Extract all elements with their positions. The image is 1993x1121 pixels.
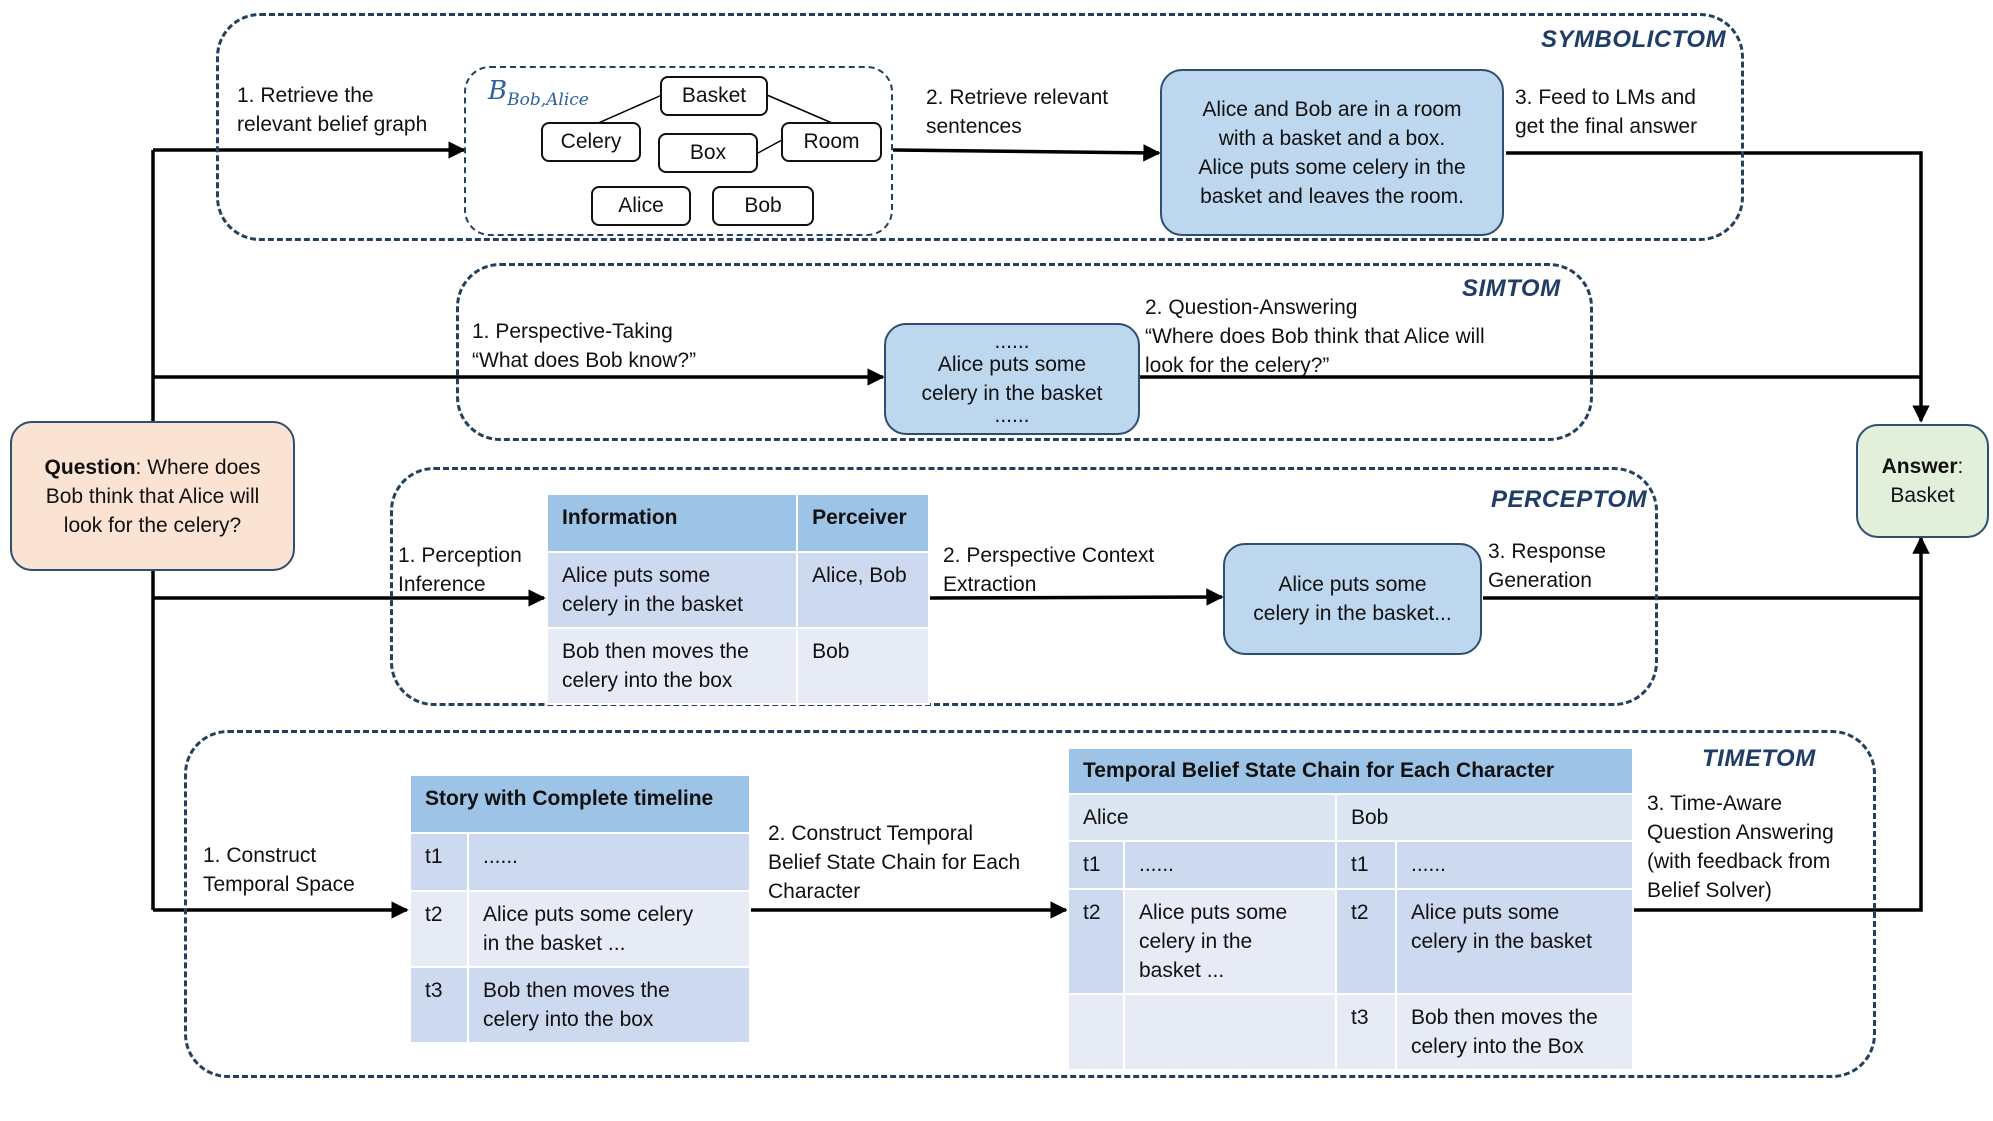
timetom-step3-label: 3. Time-Aware Question Answering (with f…: [1647, 792, 1834, 902]
edge-basket-room: [766, 94, 833, 124]
perceptom-step1-label: 1. Perception Inference: [398, 544, 522, 596]
belief-graph-frame: [464, 66, 893, 236]
answer-value: Basket: [1890, 484, 1955, 507]
perception-header-information: Information: [545, 493, 799, 553]
bob-t2-label: t2: [1335, 888, 1397, 995]
graph-node-celery: Celery: [541, 122, 641, 162]
belief-chain-table: Temporal Belief State Chain for Each Cha…: [1067, 747, 1634, 1071]
timetom-step1-label: 1. Construct Temporal Space: [203, 844, 355, 896]
perception-row2-perceiver: Bob: [796, 627, 930, 705]
perception-row2-information: Bob then moves the celery into the box: [545, 627, 799, 705]
question-body: : Where does Bob think that Alice will l…: [45, 455, 261, 537]
answer-heading: Answer:: [1882, 452, 1964, 481]
story-t2-text: Alice puts some celery in the basket ...: [467, 890, 751, 968]
simtom-box-dots-top: ......: [994, 330, 1030, 353]
perception-header-perceiver: Perceiver: [796, 493, 930, 553]
story-t2-label: t2: [409, 890, 469, 968]
story-table-header: Story with Complete timeline: [409, 774, 751, 834]
perception-row1-information: Alice puts some celery in the basket: [545, 551, 799, 629]
chain-table-header: Temporal Belief State Chain for Each Cha…: [1067, 747, 1634, 795]
symbolictom-step2-label: 2. Retrieve relevant sentences: [926, 86, 1109, 138]
belief-graph-label: BBob,Alice: [488, 76, 589, 111]
arrow-to-sentences: [892, 144, 1161, 162]
simtom-context-box: ...... Alice puts some celery in the bas…: [884, 323, 1140, 435]
answer-colon: :: [1957, 455, 1964, 478]
timetom-frame: [184, 730, 1876, 1078]
alice-empty-text: [1123, 993, 1337, 1071]
symbolictom-step1-label: 1. Retrieve the relevant belief graph: [237, 84, 428, 136]
simtom-step2-label: 2. Question-Answering “Where does Bob th…: [1145, 296, 1485, 377]
arrow-symbolictom-to-answer: [1506, 151, 1930, 423]
symbolictom-title: SYMBOLICTOM: [1541, 26, 1727, 53]
edge-box-room: [757, 139, 783, 154]
symbolictom-frame: [216, 13, 1744, 241]
simtom-frame: [456, 263, 1593, 441]
simtom-box-dots-bottom: ......: [994, 404, 1030, 427]
perceptom-step2-label: 2. Perspective Context Extraction: [943, 544, 1155, 596]
simtom-title: SIMTOM: [1462, 275, 1561, 302]
arrow-to-context-box: [929, 588, 1224, 606]
symbolictom-step3-label: 3. Feed to LMs and get the final answer: [1515, 86, 1698, 138]
timetom-step2-label: 2. Construct Temporal Belief State Chain…: [768, 822, 1021, 903]
graph-node-bob: Bob: [712, 186, 814, 226]
bob-t3-label: t3: [1335, 993, 1397, 1071]
story-t3-label: t3: [409, 966, 469, 1044]
graph-node-room: Room: [781, 122, 882, 162]
graph-node-basket: Basket: [660, 76, 768, 116]
bob-t1-label: t1: [1335, 840, 1397, 890]
relevant-sentences-box: Alice and Bob are in a room with a baske…: [1160, 69, 1504, 236]
alice-t2-text: Alice puts some celery in the basket ...: [1123, 888, 1337, 995]
perceptom-title: PERCEPTOM: [1491, 486, 1648, 513]
story-t1-label: t1: [409, 832, 469, 892]
bob-t1-text: ......: [1395, 840, 1634, 890]
story-t1-text: ......: [467, 832, 751, 892]
perception-row1-perceiver: Alice, Bob: [796, 551, 930, 629]
timetom-title: TIMETOM: [1702, 745, 1816, 772]
chain-character-bob: Bob: [1335, 793, 1634, 842]
alice-empty-label: [1067, 993, 1125, 1071]
alice-t1-label: t1: [1067, 840, 1125, 890]
alice-t1-text: ......: [1123, 840, 1337, 890]
question-box: Question: Where does Bob think that Alic…: [10, 421, 295, 571]
simtom-step1-label: 1. Perspective-Taking “What does Bob kno…: [472, 320, 697, 372]
simtom-box-text: Alice puts some celery in the basket: [921, 353, 1103, 405]
perceptom-step3-label: 3. Response Generation: [1488, 540, 1606, 592]
question-label: Question: [44, 455, 136, 479]
perception-table: Information Perceiver Alice puts some ce…: [545, 493, 930, 705]
story-timeline-table: Story with Complete timeline t1 ...... t…: [409, 774, 751, 1044]
arrow-timetom-to-answer: [1632, 536, 1930, 912]
perspective-context-box: Alice puts some celery in the basket...: [1223, 543, 1482, 655]
answer-box: Answer: Basket: [1856, 424, 1989, 538]
bob-t2-text: Alice puts some celery in the basket: [1395, 888, 1634, 995]
graph-node-alice: Alice: [591, 186, 691, 226]
perceptom-frame: [390, 467, 1658, 706]
alice-t2-label: t2: [1067, 888, 1125, 995]
graph-node-box: Box: [658, 133, 758, 173]
story-t3-text: Bob then moves the celery into the box: [467, 966, 751, 1044]
chain-character-alice: Alice: [1067, 793, 1337, 842]
question-text: Question: Where does Bob think that Alic…: [26, 453, 279, 540]
bob-t3-text: Bob then moves the celery into the Box: [1395, 993, 1634, 1071]
answer-label: Answer: [1881, 455, 1958, 478]
